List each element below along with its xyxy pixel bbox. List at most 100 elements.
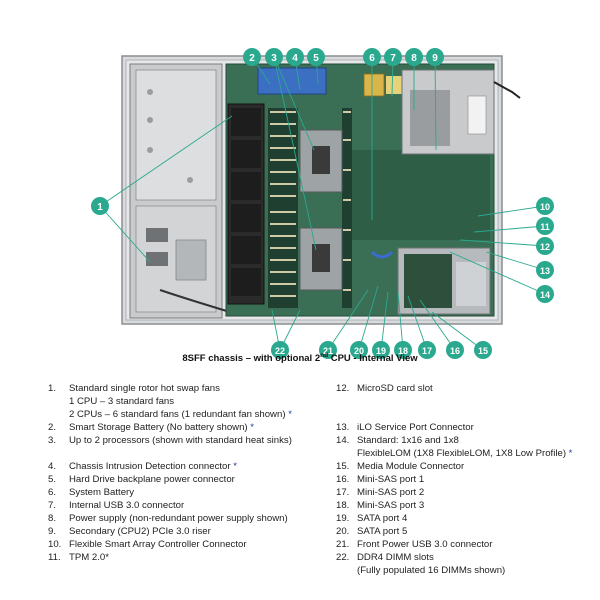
callout-7-label: 7 — [390, 53, 396, 64]
legend-text: Power supply (non-redundant power supply… — [69, 513, 288, 524]
legend-text: SATA port 5 — [357, 526, 408, 537]
legend-number: 12. — [336, 383, 350, 394]
callout-12-label: 12 — [540, 242, 550, 252]
legend-number: 1. — [48, 383, 57, 394]
legend-number: 5. — [48, 474, 57, 485]
legend-number: 20. — [336, 526, 350, 537]
dimm-slots — [268, 108, 352, 308]
legend-text: Mini-SAS port 2 — [357, 487, 425, 498]
callout-3-label: 3 — [271, 53, 277, 64]
legend-number: 10. — [48, 539, 62, 550]
legend-number: 7. — [48, 500, 57, 511]
legend-text: MicroSD card slot — [357, 383, 433, 394]
drive-cage — [129, 63, 231, 319]
legend-text: Flexible Smart Array Controller Connecto… — [69, 539, 247, 550]
legend-text: 2 CPUs – 6 standard fans (1 redundant fa… — [69, 409, 292, 420]
legend-number: 13. — [336, 422, 350, 433]
callout-7 — [384, 48, 402, 66]
processors — [299, 129, 343, 291]
callout-leaders — [99, 56, 546, 351]
caption-suffix: CPU - Internal View — [328, 353, 418, 365]
legend-right: 12. MicroSD card slot 13. iLO Service Port … — [336, 383, 598, 598]
legend-text: Front Power USB 3.0 connector — [357, 539, 493, 550]
legend-number: 3. — [48, 435, 57, 446]
callout-4 — [286, 48, 304, 66]
legend-text: Standard single rotor hot swap fans — [69, 383, 220, 394]
footnote-star: * — [230, 461, 237, 472]
legend-number: 11. — [48, 552, 61, 563]
legend-number: 22. — [336, 552, 350, 563]
legend-text: (Fully populated 16 DIMMs shown) — [357, 565, 506, 576]
callout-13-label: 13 — [540, 266, 550, 276]
callout-16-label: 16 — [450, 346, 460, 356]
power-supply — [401, 69, 521, 155]
callout-4-label: 4 — [292, 53, 298, 64]
legend-text: 1 CPU – 3 standard fans — [69, 396, 175, 407]
callout-12 — [536, 237, 554, 255]
callout-20 — [350, 341, 368, 359]
legend-text: Chassis Intrusion Detection connector * — [69, 461, 237, 472]
callout-markers: 1 2 3 4 5 6 7 8 9 10 11 12 13 14 15 16 1… — [91, 48, 554, 359]
footnote-star: * — [285, 409, 292, 420]
callout-20-label: 20 — [354, 346, 364, 356]
callout-21 — [319, 341, 337, 359]
legend-text: Internal USB 3.0 connector — [69, 500, 185, 511]
legend-text: iLO Service Port Connector — [357, 422, 474, 433]
callout-17 — [418, 341, 436, 359]
legend-number: 14. — [336, 435, 350, 446]
legend-number: 9. — [48, 526, 57, 537]
callout-2-label: 2 — [249, 53, 255, 64]
callout-18-label: 18 — [398, 346, 408, 356]
callout-15 — [474, 341, 492, 359]
legend-text: Media Module Connector — [357, 461, 465, 472]
callout-17-label: 17 — [422, 346, 432, 356]
callout-5-label: 5 — [313, 53, 319, 64]
caption-superscript: nd — [320, 352, 329, 359]
caption-prefix: 8SFF chassis – with optional 2 — [182, 353, 321, 365]
legend-text: SATA port 4 — [357, 513, 408, 524]
callout-16 — [446, 341, 464, 359]
legend-number: 19. — [336, 513, 350, 524]
legend-number: 21. — [336, 539, 350, 550]
legend-text: TPM 2.0* — [69, 552, 109, 563]
legend-number: 15. — [336, 461, 350, 472]
legend-text: DDR4 DIMM slots — [357, 552, 434, 563]
callout-21-label: 21 — [323, 346, 333, 356]
legend-number: 6. — [48, 487, 57, 498]
legend-text: System Battery — [69, 487, 135, 498]
callout-19-label: 19 — [376, 346, 386, 356]
callout-22 — [271, 341, 289, 359]
legend-text: Secondary (CPU2) PCIe 3.0 riser — [69, 526, 211, 537]
callout-1 — [91, 197, 109, 215]
legend-text: Smart Storage Battery (No battery shown)… — [69, 422, 255, 433]
callout-2 — [243, 48, 261, 66]
callout-3 — [265, 48, 283, 66]
callout-8 — [405, 48, 423, 66]
diagram-caption: 8SFF chassis – with optional 2nd CPU - I… — [0, 352, 600, 364]
legend-number: 4. — [48, 461, 57, 472]
footnote-star: * — [247, 422, 255, 433]
fan-bank — [227, 103, 265, 305]
callout-9-label: 9 — [432, 53, 438, 64]
sas-cable — [370, 250, 394, 259]
legend-left: 1. Standard single rotor hot swap fans 1 C… — [48, 383, 333, 598]
callout-1-label: 1 — [97, 202, 103, 213]
legend-text: Standard: 1x16 and 1x8 — [357, 435, 459, 446]
legend-number: 18. — [336, 500, 350, 511]
legend-number: 16. — [336, 474, 350, 485]
callout-10-label: 10 — [540, 202, 550, 212]
callout-6-label: 6 — [369, 53, 375, 64]
legend-number: 17. — [336, 487, 350, 498]
callout-11-label: 11 — [540, 222, 550, 232]
callout-18 — [394, 341, 412, 359]
legend-text: FlexibleLOM (1X8 FlexibleLOM, 1X8 Low Pr… — [357, 448, 573, 459]
callout-6 — [363, 48, 381, 66]
riser-cage — [397, 247, 491, 315]
callout-9 — [426, 48, 444, 66]
callout-22-label: 22 — [275, 346, 285, 356]
top-connectors — [257, 67, 402, 97]
callout-14-label: 14 — [540, 290, 550, 300]
callout-14 — [536, 285, 554, 303]
callout-11 — [536, 217, 554, 235]
